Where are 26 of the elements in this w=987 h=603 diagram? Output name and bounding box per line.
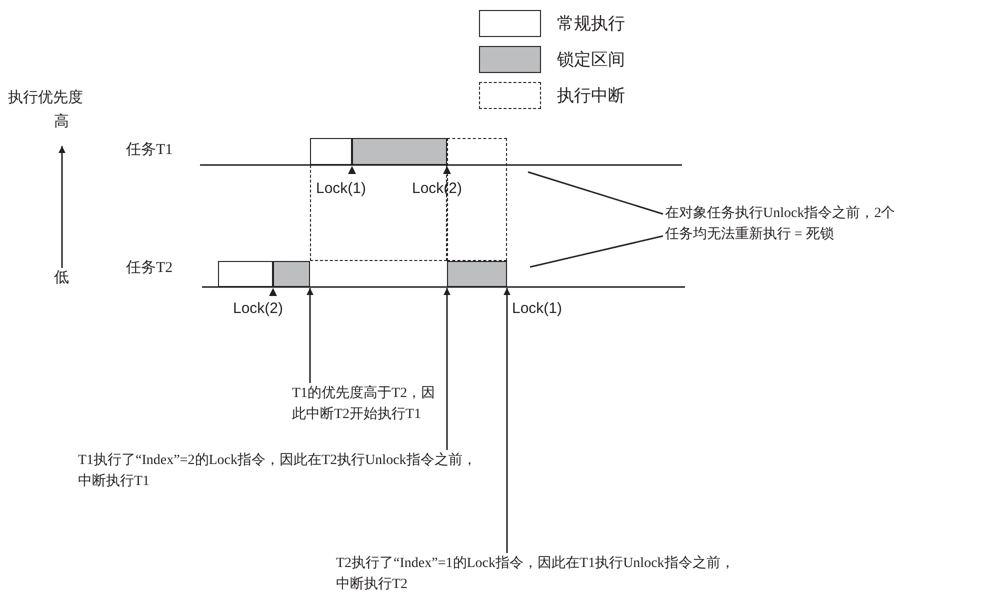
legend-text: 执行中断 [557, 85, 625, 106]
locked-block [447, 261, 507, 287]
note-text: T1执行了“Index”=2的Lock指令，因此在T2执行Unlock指令之前，中断执行T1 [78, 450, 478, 492]
leader-line [444, 288, 450, 450]
leader-line [530, 235, 664, 268]
note-text: T1的优先度高于T2，因此中断T2开始执行T1 [292, 383, 442, 425]
task-label: 任务T2 [126, 259, 173, 278]
execution-block [310, 138, 352, 165]
leader-line [306, 288, 314, 383]
lock-label: Lock(2) [233, 300, 284, 317]
axis-label: 低 [54, 269, 69, 288]
legend-text: 常规执行 [557, 13, 625, 34]
axis-label: 执行优先度 [8, 88, 83, 108]
lock-label: Lock(1) [316, 180, 366, 197]
note-text: T2执行了“Index”=1的Lock指令，因此在T1执行Unlock指令之前，中断执行T2 [336, 553, 736, 595]
leader-line [504, 288, 510, 553]
axis-label: 高 [54, 112, 69, 132]
task-label: 任务T1 [126, 141, 173, 160]
legend-text: 锁定区间 [557, 49, 625, 70]
execution-block [218, 261, 273, 287]
locked-block [352, 138, 447, 165]
lock-label: Lock(2) [412, 180, 462, 197]
locked-block [273, 261, 310, 287]
leader-line [528, 171, 664, 215]
lock-label: Lock(1) [512, 300, 562, 317]
note-text: 在对象任务执行Unlock指令之前，2个任务均无法重新执行 = 死锁 [665, 203, 905, 245]
